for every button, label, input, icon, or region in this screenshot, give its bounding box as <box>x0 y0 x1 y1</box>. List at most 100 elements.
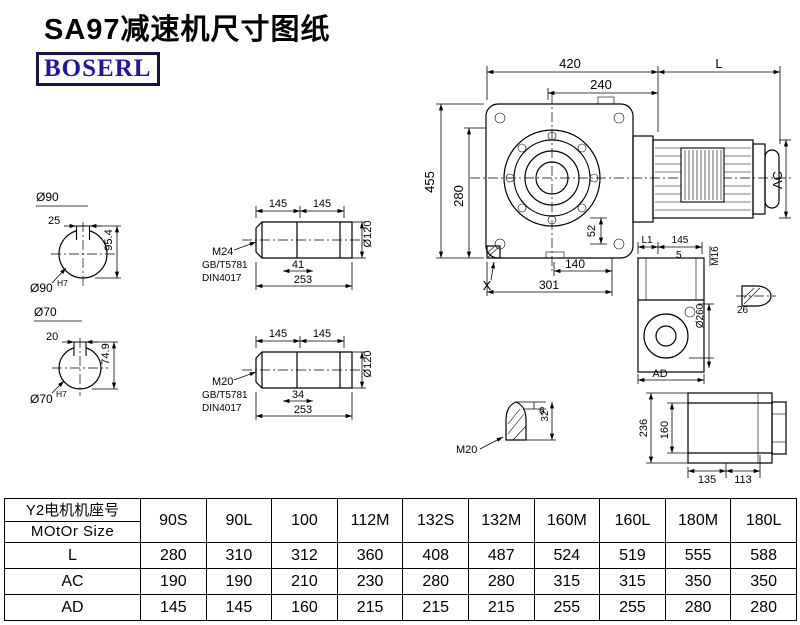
shaft24-thread-len: 41 <box>292 259 304 271</box>
table-row-L: L 280 310 312 360 408 487 524 519 555 58… <box>4 542 797 569</box>
shaft24-dia: Ø120 <box>362 221 374 248</box>
table-cell: 255 <box>533 594 601 621</box>
col-header-90L: 90L <box>205 498 273 543</box>
side-thread-m16: M16 <box>710 246 721 266</box>
shaft24-thread: M24 <box>212 246 233 258</box>
gearbox-front <box>470 94 792 272</box>
table-cell: 215 <box>336 594 404 621</box>
bore90-dia: Ø90 <box>36 190 59 204</box>
row-label-AD: AD <box>4 594 141 621</box>
bore70-keyw: 20 <box>46 331 58 343</box>
table-header-en: MOtOr Size <box>30 522 115 540</box>
shaft20-std2: DIN4017 <box>202 403 242 414</box>
rear-dim-160: 160 <box>659 421 671 439</box>
shaft20-std1: GB/T5781 <box>202 390 248 401</box>
dim-420: 420 <box>559 56 581 71</box>
shaft24-std2: DIN4017 <box>202 273 242 284</box>
shaft24-total: 253 <box>294 274 312 286</box>
bore-view-90: Ø90 25 95.4 Ø90 H7 <box>30 190 121 295</box>
shaft24-dim-a: 145 <box>269 198 287 210</box>
rear-view: 236 160 135 113 <box>638 392 787 486</box>
side-bore <box>643 313 689 359</box>
table-cell: 280 <box>730 594 797 621</box>
brand-logo-box: BOSERL <box>36 52 160 86</box>
col-header-90S: 90S <box>140 498 207 543</box>
shaft20-dia: Ø120 <box>362 351 374 378</box>
bore70-fit: Ø70 <box>30 392 53 406</box>
table-cell: 190 <box>205 568 273 595</box>
table-cell: 310 <box>205 542 273 569</box>
label-X: X <box>483 278 492 293</box>
rear-dim-135: 135 <box>698 474 716 486</box>
main-view-dimensions: 420 L 240 455 280 AC 52 140 <box>422 56 791 296</box>
bushing-detail <box>741 285 772 307</box>
row-label-AC: AC <box>4 568 141 595</box>
bore70-height: 74.9 <box>100 343 112 364</box>
table-row-AD: AD 145 145 160 215 215 215 255 255 280 2… <box>4 594 797 621</box>
dim-240: 240 <box>590 77 612 92</box>
dim-280: 280 <box>451 185 466 207</box>
table-cell: 555 <box>664 542 732 569</box>
dim-52: 52 <box>586 225 598 237</box>
table-cell: 519 <box>599 542 666 569</box>
side-body <box>637 257 705 373</box>
dim-AC: AC <box>770 171 785 189</box>
table-cell: 255 <box>599 594 666 621</box>
side-dim-AD: AD <box>652 368 667 380</box>
side-dim-145: 145 <box>672 235 689 246</box>
table-header-row: Y2电机机座号 MOtOr Size 90S 90L 100 112M 132S… <box>4 498 797 543</box>
table-cell: 360 <box>336 542 404 569</box>
shaft24-std1: GB/T5781 <box>202 260 248 271</box>
shaft20-thread: M20 <box>212 376 233 388</box>
motor-size-table: Y2电机机座号 MOtOr Size 90S 90L 100 112M 132S… <box>4 498 797 621</box>
main-assembly-view: 420 L 240 455 280 AC 52 140 <box>422 56 792 296</box>
side-dim-5: 5 <box>676 250 682 261</box>
side-view: L1 145 5 M16 Ø260 26 AD <box>637 235 776 384</box>
table-cell: 230 <box>336 568 404 595</box>
plug-thread-m20: M20 <box>456 444 477 456</box>
dim-140: 140 <box>565 257 585 271</box>
table-header-size-cell: Y2电机机座号 MOtOr Size <box>4 498 141 543</box>
shaft20-thread-len: 34 <box>292 389 304 401</box>
col-header-112M: 112M <box>336 498 404 543</box>
dim-L: L <box>715 56 722 71</box>
plug-shape <box>505 401 527 441</box>
table-header-cn: Y2电机机座号 <box>5 500 140 522</box>
motor-flange <box>632 135 654 223</box>
shaft-view-m24: 145 145 Ø120 M24 GB/T5781 41 DIN4017 253 <box>202 198 374 290</box>
dim-301: 301 <box>539 278 559 292</box>
side-dim-26: 26 <box>737 305 749 316</box>
shaft24-dim-b: 145 <box>313 198 331 210</box>
plug-dim-32: 32 <box>540 410 551 422</box>
table-cell: 350 <box>664 568 732 595</box>
side-dia-260: Ø260 <box>695 303 706 328</box>
bore70-fit-tol: H7 <box>56 389 67 399</box>
table-cell: 312 <box>271 542 338 569</box>
table-row-AC: AC 190 190 210 230 280 280 315 315 350 3… <box>4 568 797 595</box>
gearbox-body <box>485 103 634 259</box>
col-header-180M: 180M <box>664 498 732 543</box>
side-dim-L1: L1 <box>641 235 653 246</box>
row-label-L: L <box>4 542 141 569</box>
shaft20-total: 253 <box>294 404 312 416</box>
table-cell: 280 <box>140 542 207 569</box>
shaft20-dim-b: 145 <box>313 328 331 340</box>
bore70-dia: Ø70 <box>34 305 57 319</box>
table-cell: 190 <box>140 568 207 595</box>
motor <box>632 135 780 223</box>
table-cell: 280 <box>467 568 535 595</box>
shaft-view-m20: 145 145 Ø120 M20 GB/T5781 34 DIN4017 253 <box>202 328 374 420</box>
plug-dim-6: 6 <box>539 406 545 417</box>
rear-flange <box>771 401 787 455</box>
col-header-160M: 160M <box>533 498 601 543</box>
table-cell: 280 <box>402 568 469 595</box>
col-header-100: 100 <box>271 498 338 543</box>
table-cell: 215 <box>402 594 469 621</box>
table-cell: 280 <box>664 594 732 621</box>
table-cell: 315 <box>599 568 666 595</box>
bore90-keyw: 25 <box>48 215 60 227</box>
motor-fan-cover <box>752 143 766 215</box>
page-title: SA97减速机尺寸图纸 <box>44 14 331 46</box>
table-cell: 408 <box>402 542 469 569</box>
bore90-fit: Ø90 <box>30 281 53 295</box>
